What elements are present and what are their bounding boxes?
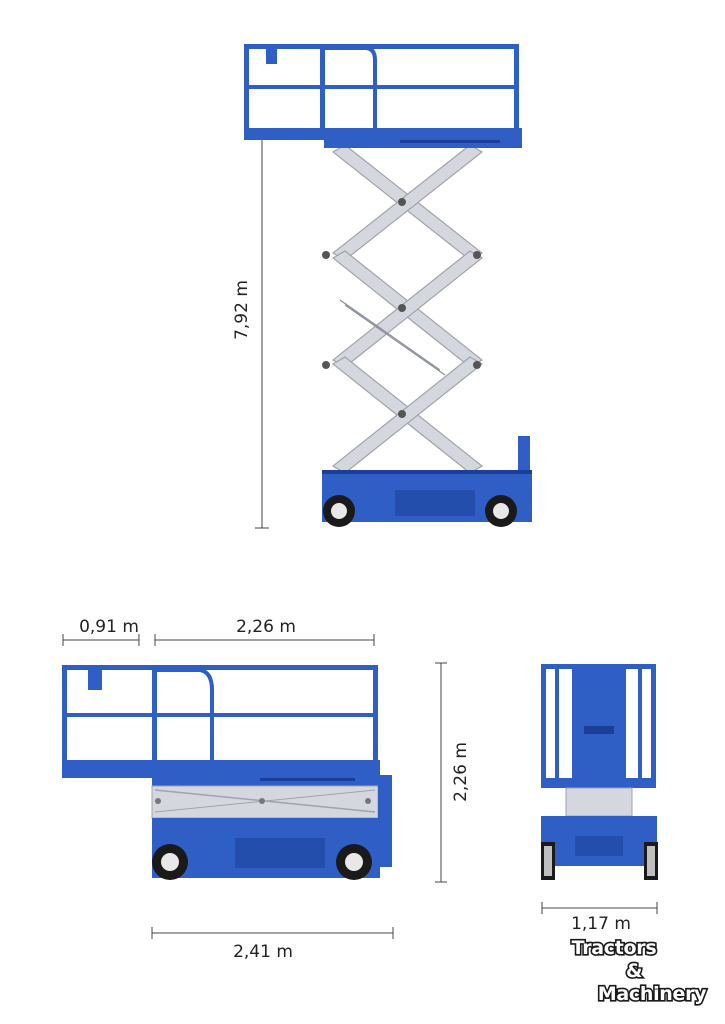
platform-length-label: 2,26 m xyxy=(236,617,296,637)
raised-front-wheel xyxy=(323,495,355,527)
raised-lift xyxy=(244,44,532,529)
watermark-logo: Tractors & Machinery xyxy=(570,935,709,1006)
watermark-line3: Machinery xyxy=(598,983,707,1005)
raised-platform xyxy=(244,44,522,148)
front-overhang-label: 0,91 m xyxy=(79,617,139,637)
stowed-platform xyxy=(62,665,380,786)
width-dimension-line xyxy=(541,902,658,914)
overall-length-label: 2,41 m xyxy=(233,942,293,962)
watermark-line1: Tractors xyxy=(572,937,657,959)
stowed-front-wheel xyxy=(152,844,188,880)
stowed-base xyxy=(152,775,392,880)
stowed-rear-wheel xyxy=(336,844,372,880)
raised-rear-wheel xyxy=(485,495,517,527)
watermark-line2: & xyxy=(626,960,642,982)
overall-width-label: 1,17 m xyxy=(571,914,631,934)
stowed-height-label: 2,26 m xyxy=(451,742,471,802)
height-dimension-line xyxy=(255,140,269,529)
stowed-scissor xyxy=(151,785,379,819)
stowed-lift-rear xyxy=(541,664,658,914)
raised-base xyxy=(322,436,532,527)
scissor-stack xyxy=(322,144,484,474)
platform-height-label: 7,92 m xyxy=(232,280,252,340)
stowed-lift-side xyxy=(62,634,447,939)
stowed-dimension-lines xyxy=(62,634,447,939)
